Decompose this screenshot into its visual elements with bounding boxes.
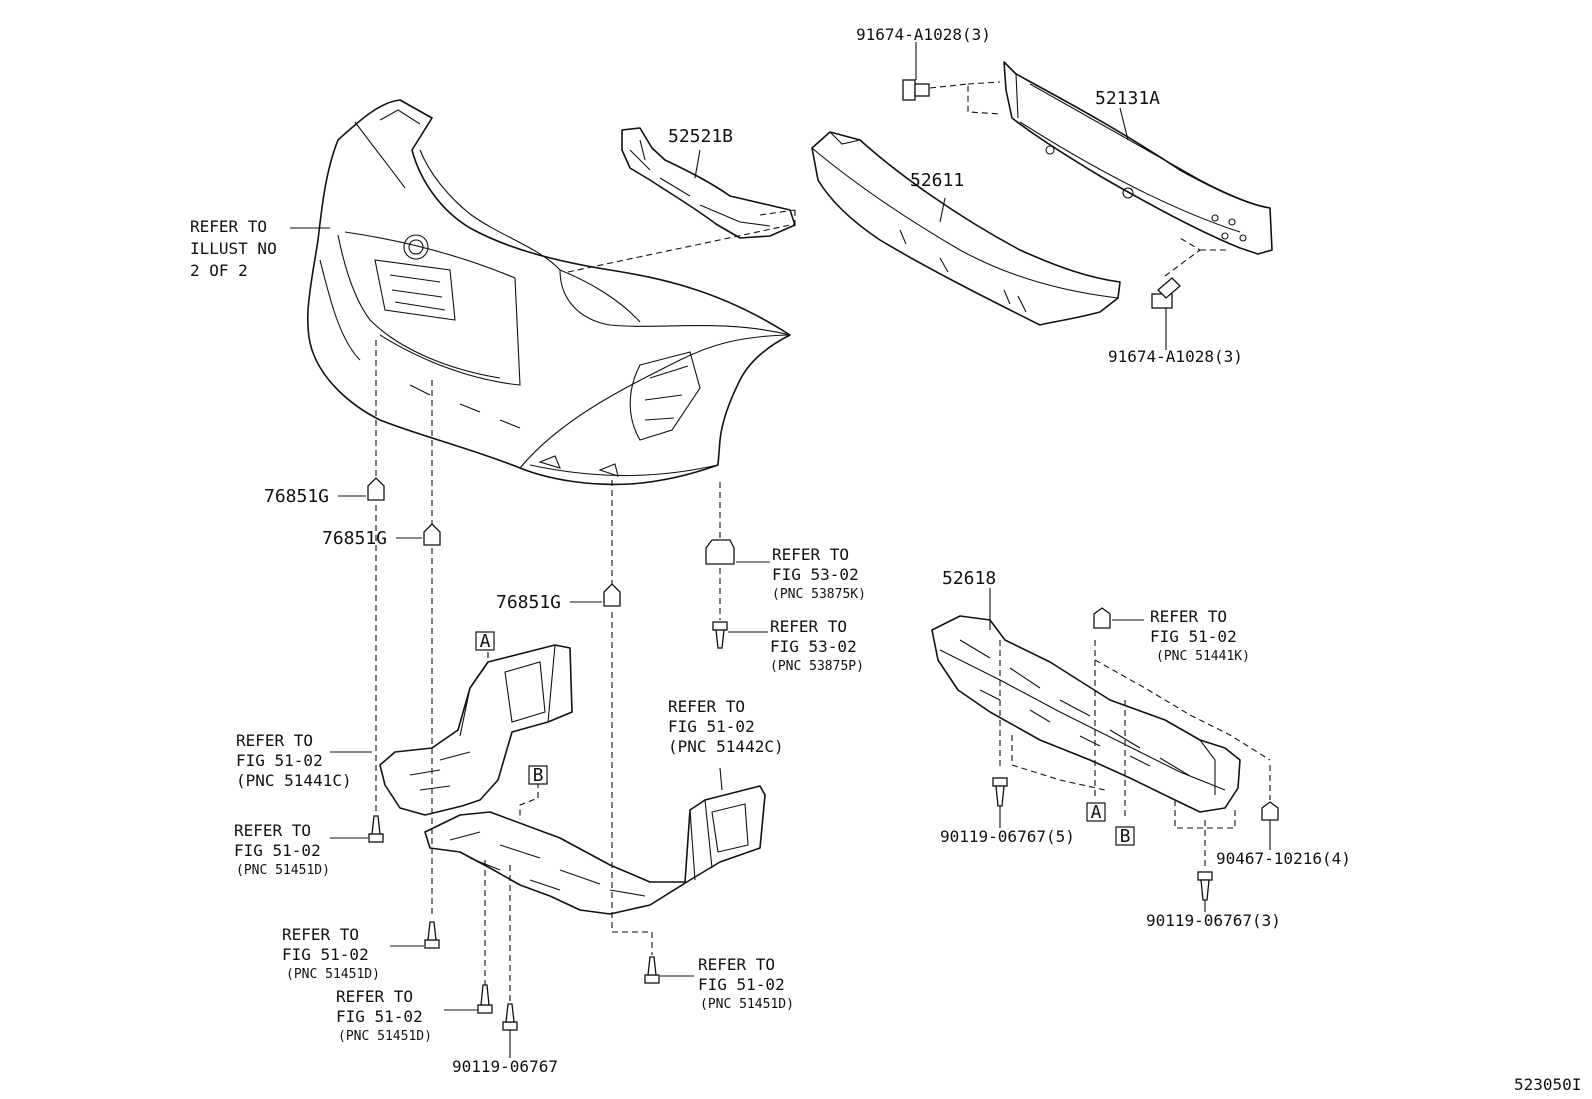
front-under-cover-52618 (931, 615, 1241, 813)
svg-text:FIG 51-02: FIG 51-02 (668, 717, 755, 736)
engine-under-cover-center (424, 785, 766, 915)
screw-51451d-d (644, 956, 660, 984)
svg-text:(PNC 53875K): (PNC 53875K) (772, 587, 866, 602)
svg-text:FIG 51-02: FIG 51-02 (336, 1007, 423, 1026)
clip-90467 (1261, 801, 1279, 821)
clip-76851g-3 (603, 583, 621, 607)
svg-text:FIG 51-02: FIG 51-02 (698, 975, 785, 994)
svg-text:FIG 53-02: FIG 53-02 (770, 637, 857, 656)
svg-text:(PNC 51451D): (PNC 51451D) (700, 997, 794, 1012)
svg-text:(PNC 51441C): (PNC 51441C) (236, 771, 352, 790)
label-52618: 52618 (942, 568, 996, 589)
svg-text:REFER TO: REFER TO (190, 217, 267, 236)
diagram-id: 523050I (1514, 1075, 1581, 1094)
label-76851g-2: 76851G (322, 528, 387, 549)
screw-90119-left (502, 1003, 518, 1031)
svg-text:ILLUST NO: ILLUST NO (190, 239, 277, 258)
ref-fig5102-51441k: REFER TO FIG 51-02 (PNC 51441K) (1150, 607, 1250, 664)
ref-fig5102-51451d-c: REFER TO FIG 51-02 (PNC 51451D) (336, 987, 432, 1044)
ref-illust-2-of-2: REFER TO ILLUST NO 2 OF 2 (190, 217, 277, 280)
label-52131a: 52131A (1095, 88, 1160, 109)
svg-text:REFER TO: REFER TO (698, 955, 775, 974)
label-52611: 52611 (910, 170, 964, 191)
ref-fig5102-51451d-d: REFER TO FIG 51-02 (PNC 51451D) (698, 955, 794, 1012)
svg-text:FIG 51-02: FIG 51-02 (1150, 627, 1237, 646)
ref-fig5302-53875p: REFER TO FIG 53-02 (PNC 53875P) (770, 617, 864, 674)
svg-text:2 OF 2: 2 OF 2 (190, 261, 248, 280)
svg-text:FIG 53-02: FIG 53-02 (772, 565, 859, 584)
leader-lines (290, 42, 1271, 1058)
label-90119-left: 90119-06767 (452, 1057, 558, 1076)
fasteners (367, 79, 1279, 1031)
marker-b-right: B (1120, 826, 1131, 847)
svg-text:REFER TO: REFER TO (336, 987, 413, 1006)
part-number-labels: 91674-A1028(3) 52131A 52521B 52611 91674… (264, 25, 1581, 1094)
energy-absorber-52611 (811, 131, 1121, 326)
label-bolt-91674-bottom: 91674-A1028(3) (1108, 347, 1243, 366)
label-90119-5: 90119-06767(5) (940, 827, 1075, 846)
screw-90119-5 (992, 777, 1008, 807)
ref-fig5102-51451d-a: REFER TO FIG 51-02 (PNC 51451D) (234, 821, 330, 878)
svg-text:(PNC 51441K): (PNC 51441K) (1156, 649, 1250, 664)
bumper-cover (306, 99, 791, 486)
bumper-reinforcement-52131a (1003, 61, 1273, 255)
ref-fig5102-51451d-b: REFER TO FIG 51-02 (PNC 51451D) (282, 925, 380, 982)
screw-90119-3 (1197, 871, 1213, 901)
svg-text:FIG 51-02: FIG 51-02 (282, 945, 369, 964)
screw-51451d-b (424, 921, 440, 949)
label-bolt-91674-top: 91674-A1028(3) (856, 25, 991, 44)
svg-text:REFER TO: REFER TO (234, 821, 311, 840)
ref-fig5102-51441c: REFER TO FIG 51-02 (PNC 51441C) (236, 731, 352, 790)
svg-text:REFER TO: REFER TO (236, 731, 313, 750)
svg-text:FIG 51-02: FIG 51-02 (234, 841, 321, 860)
label-76851g-3: 76851G (496, 592, 561, 613)
screw-51451d-c (477, 984, 493, 1014)
ref-fig5302-53875k: REFER TO FIG 53-02 (PNC 53875K) (772, 545, 866, 602)
assembly-dashed-lines (375, 81, 1271, 1010)
reference-markers: A B A B (475, 631, 1135, 847)
bolt-91674-bottom (1151, 277, 1181, 309)
svg-text:REFER TO: REFER TO (772, 545, 849, 564)
marker-b-left: B (533, 765, 544, 786)
svg-text:(PNC 51451D): (PNC 51451D) (286, 967, 380, 982)
clip-76851g-2 (423, 523, 441, 546)
label-76851g-1: 76851G (264, 486, 329, 507)
clip-51441k (1093, 607, 1111, 629)
label-90119-3: 90119-06767(3) (1146, 911, 1281, 930)
svg-text:FIG 51-02: FIG 51-02 (236, 751, 323, 770)
clip-76851g-1 (367, 477, 385, 501)
engine-under-cover-left (379, 644, 573, 816)
svg-text:REFER TO: REFER TO (1150, 607, 1227, 626)
svg-text:(PNC 51451D): (PNC 51451D) (338, 1029, 432, 1044)
svg-text:(PNC 53875P): (PNC 53875P) (770, 659, 864, 674)
marker-a-left: A (480, 631, 491, 652)
screw-51451d-a (368, 815, 384, 843)
svg-text:(PNC 51442C): (PNC 51442C) (668, 737, 784, 756)
screw-53875p (712, 621, 728, 649)
svg-text:(PNC 51451D): (PNC 51451D) (236, 863, 330, 878)
marker-a-right: A (1091, 802, 1102, 823)
label-90467: 90467-10216(4) (1216, 849, 1351, 868)
svg-text:REFER TO: REFER TO (668, 697, 745, 716)
svg-text:REFER TO: REFER TO (770, 617, 847, 636)
bolt-91674-top (902, 79, 930, 101)
refer-labels: REFER TO ILLUST NO 2 OF 2 REFER TO FIG 5… (190, 217, 1250, 1044)
bumper-retainer-52521b (621, 127, 796, 239)
ref-fig5102-51442c: REFER TO FIG 51-02 (PNC 51442C) (668, 697, 784, 756)
label-52521b: 52521B (668, 126, 733, 147)
svg-text:REFER TO: REFER TO (282, 925, 359, 944)
clip-53875k (705, 539, 735, 565)
